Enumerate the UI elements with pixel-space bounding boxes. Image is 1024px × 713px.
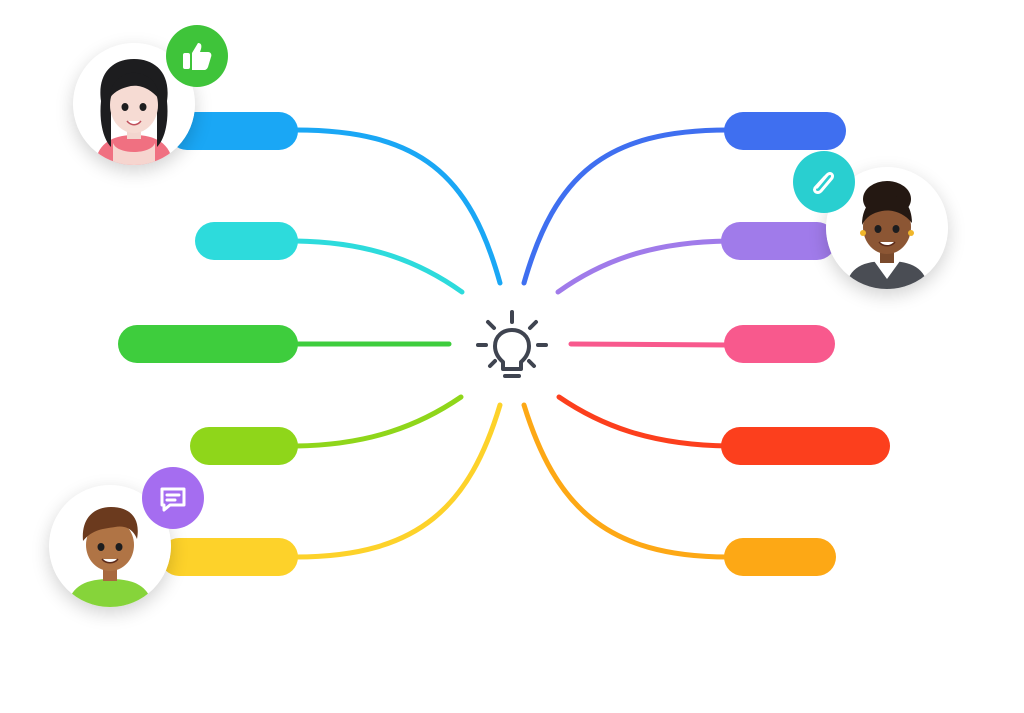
connector-left-5: [293, 402, 503, 560]
topic-left-5[interactable]: [160, 538, 298, 576]
topic-left-4[interactable]: [190, 427, 298, 465]
connector-left-4: [293, 394, 464, 449]
woman-dark-skin-avatar[interactable]: [826, 167, 948, 289]
topic-right-3[interactable]: [724, 325, 835, 363]
topic-left-3[interactable]: [118, 325, 298, 363]
chat-bubble-icon: [160, 487, 186, 512]
connector-right-4: [556, 394, 731, 449]
topic-left-2[interactable]: [195, 222, 298, 260]
paperclip-badge[interactable]: [793, 151, 855, 213]
connector-right-3: [568, 341, 731, 348]
paperclip-icon: [813, 172, 834, 194]
connector-right-5: [521, 402, 731, 560]
topic-left-1[interactable]: [168, 112, 298, 150]
connector-left-2: [293, 238, 465, 295]
topic-right-2[interactable]: [721, 222, 836, 260]
topic-right-4[interactable]: [721, 427, 890, 465]
thumbs-up-badge[interactable]: [166, 25, 228, 87]
lightbulb-icon[interactable]: [476, 310, 548, 378]
thumbs-up-icon: [183, 43, 212, 70]
boy-brown-hair-avatar[interactable]: [49, 485, 171, 607]
connector-right-1: [521, 127, 731, 286]
chat-bubble-badge[interactable]: [142, 467, 204, 529]
connector-right-2: [555, 238, 731, 295]
topic-right-5[interactable]: [724, 538, 836, 576]
connector-lines: [293, 127, 731, 560]
topic-bars: [118, 112, 890, 576]
connector-left-1: [293, 127, 503, 286]
topic-right-1[interactable]: [724, 112, 846, 150]
